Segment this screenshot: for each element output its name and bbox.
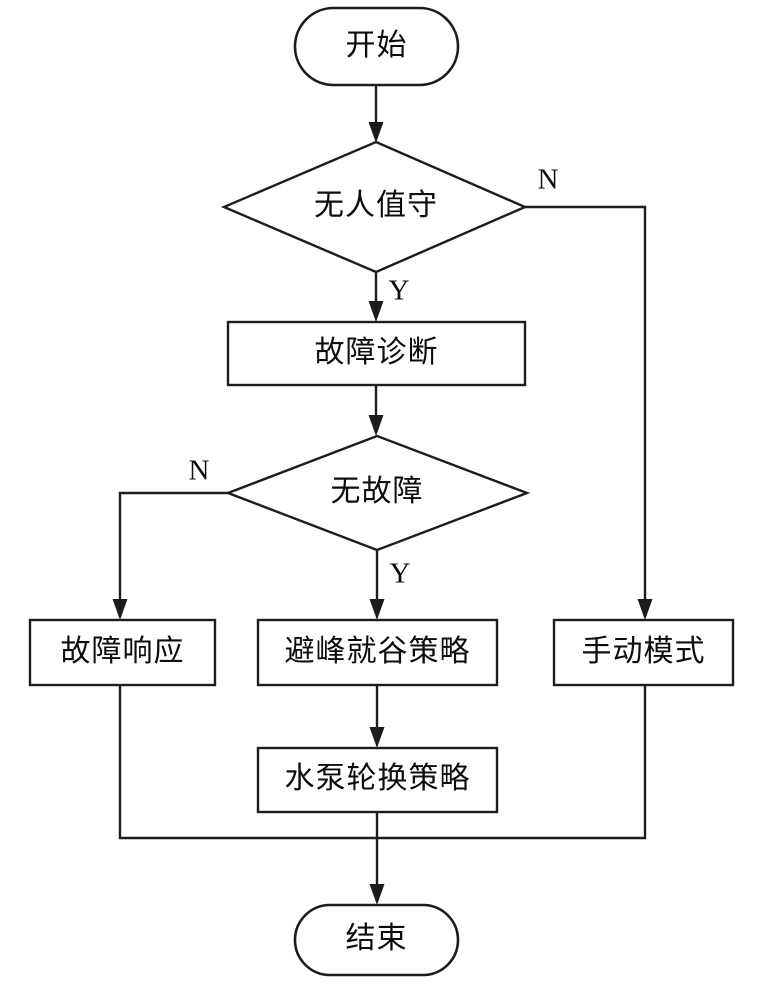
node-pump-rotation-strategy[interactable]: 水泵轮换策略 [256,746,499,814]
edge-diagnosis-to-nofault [368,385,384,436]
node-end[interactable]: 结束 [293,903,460,977]
node-start-label: 开始 [346,29,408,62]
node-diagnosis-process[interactable]: 故障诊断 [226,320,527,387]
edge-manual-to-merge [377,685,647,840]
node-diagnosis-label: 故障诊断 [315,336,439,369]
node-end-label: 结束 [346,922,408,955]
node-start[interactable]: 开始 [293,6,460,87]
node-peak-shift-label: 避峰就谷策略 [285,635,471,668]
node-fault-response[interactable]: 故障响应 [28,618,217,687]
edge-pumprotate-to-end [369,812,385,905]
node-fault-response-label: 故障响应 [61,635,185,668]
branch-label-unattended-no: N [538,164,559,196]
node-nofault-label: 无故障 [331,475,424,508]
edge-peakshift-to-pumprotate [369,685,385,748]
edge-nofault-yes-to-peakshift [369,550,385,620]
edge-nofault-no-to-faultresp [112,491,228,620]
node-manual-mode[interactable]: 手动模式 [552,618,735,687]
branch-label-nofault-no: N [189,455,210,487]
node-unattended-label: 无人值守 [314,189,438,222]
edge-unattended-yes-to-diagnosis [368,272,384,322]
edge-unattended-no-to-manual [525,205,653,620]
branch-label-unattended-yes: Y [389,275,410,307]
node-manual-mode-label: 手动模式 [582,635,706,668]
node-pump-rotation-label: 水泵轮换策略 [285,762,471,795]
node-unattended-decision[interactable]: 无人值守 [220,140,529,274]
node-peak-shift-strategy[interactable]: 避峰就谷策略 [256,618,499,687]
branch-label-nofault-yes: Y [390,558,411,590]
edge-faultresp-to-merge [118,685,377,840]
node-nofault-decision[interactable]: 无故障 [224,434,531,552]
edge-start-to-unattended [368,85,384,143]
